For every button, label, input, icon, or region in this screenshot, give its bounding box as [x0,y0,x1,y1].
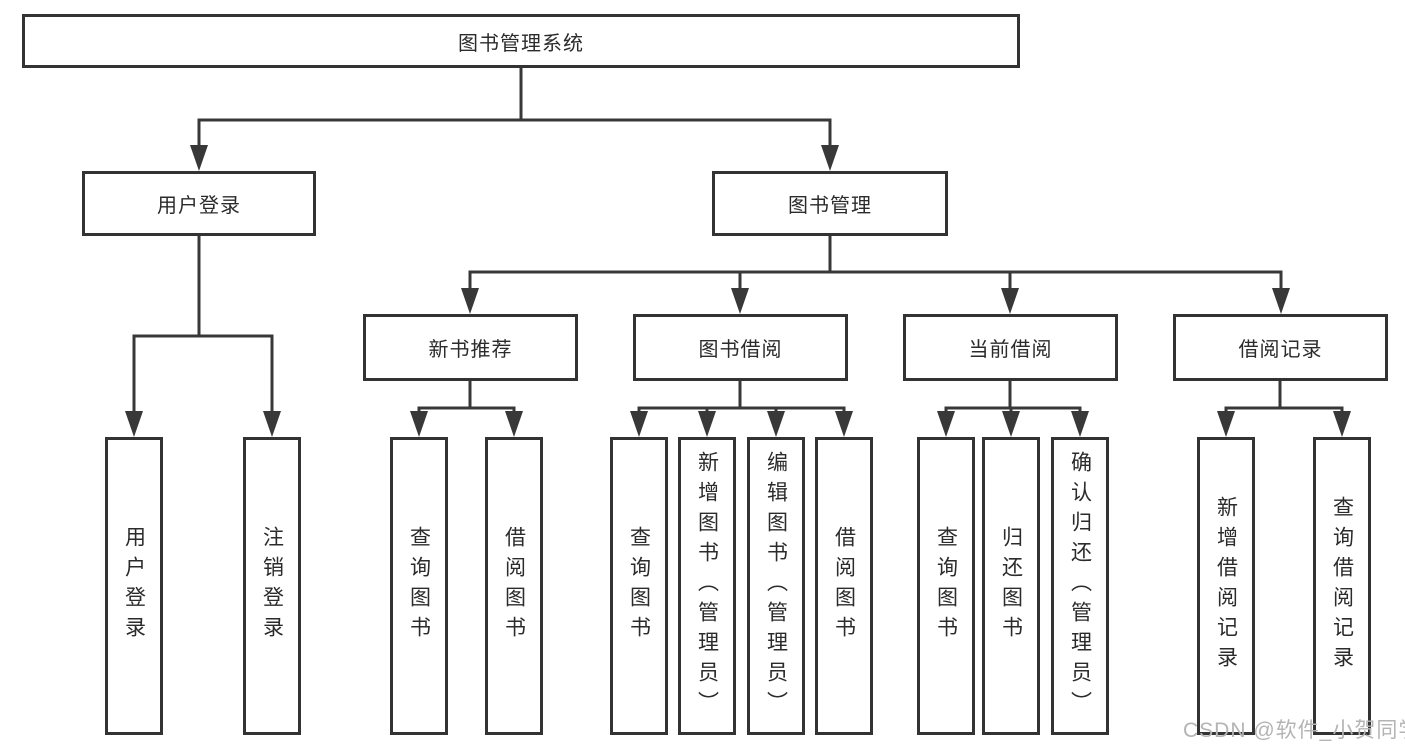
leaf-edit-books-admin: 编辑图书（管理员） [747,437,805,735]
section-new-book-recommend: 新书推荐 [363,314,578,381]
node-label: 新增借阅记录 [1214,496,1238,676]
arrow-down-icon [698,411,716,437]
arrow-down-icon [505,411,523,437]
connector-root-to-branches [197,66,832,152]
node-label: 借阅记录 [1238,339,1323,361]
section-current-borrowing: 当前借阅 [903,314,1118,381]
node-label: 当前借阅 [968,339,1053,361]
arrow-down-icon [835,411,853,437]
leaf-confirm-return-admin: 确认归还（管理员） [1051,437,1109,735]
node-label: 图书管理 [788,195,872,217]
leaf-query-borrow-record: 查询借阅记录 [1313,437,1371,735]
leaf-add-books-admin: 新增图书（管理员） [678,437,736,735]
node-label: 查询图书 [627,526,651,646]
node-label: 借阅图书 [502,526,526,646]
arrow-down-icon [767,411,785,437]
node-label: 用户登录 [122,526,146,646]
arrow-down-icon [410,411,428,437]
arrow-down-icon [125,411,143,437]
node-label: 图书借阅 [698,339,783,361]
leaf-query-books-borrowing: 查询图书 [610,437,668,735]
leaf-query-books-current: 查询图书 [917,437,975,735]
connector-records-to-leaves [1224,379,1344,416]
arrow-down-icon [731,288,749,314]
node-label: 归还图书 [999,526,1023,646]
node-label: 新增图书（管理员） [695,451,719,721]
leaf-borrow-books-recommend: 借阅图书 [485,437,543,735]
node-label: 查询图书 [934,526,958,646]
section-borrow-records: 借阅记录 [1173,314,1388,381]
arrow-down-icon [1071,411,1089,437]
arrow-down-icon [190,145,208,171]
arrow-down-icon [1217,411,1235,437]
node-label: 查询借阅记录 [1330,496,1354,676]
arrow-down-icon [630,411,648,437]
connector-current-to-leaves [944,379,1082,416]
leaf-query-books-recommend: 查询图书 [390,437,448,735]
arrow-down-icon [1333,411,1351,437]
node-label: 用户登录 [157,195,241,217]
node-label: 新书推荐 [428,339,513,361]
node-label: 查询图书 [407,526,431,646]
node-book-management-system: 图书管理系统 [22,14,1020,68]
arrow-down-icon [1002,411,1020,437]
leaf-logout: 注销登录 [243,437,301,735]
leaf-user-login: 用户登录 [105,437,163,735]
section-book-borrowing: 图书借阅 [633,314,848,381]
node-user-login-branch: 用户登录 [82,171,316,236]
leaf-add-borrow-record: 新增借阅记录 [1197,437,1255,735]
node-label: 确认归还（管理员） [1068,451,1092,721]
node-label: 借阅图书 [832,526,856,646]
arrow-down-icon [461,288,479,314]
connector-borrowing-to-leaves [637,379,846,416]
connector-recommend-to-leaves [417,379,516,416]
arrow-down-icon [937,411,955,437]
arrow-down-icon [1001,288,1019,314]
node-label: 注销登录 [260,526,284,646]
leaf-borrow-books-borrowing: 借阅图书 [815,437,873,735]
connector-login-to-leaves [132,234,274,416]
arrow-down-icon [1272,288,1290,314]
connector-mgmt-to-sections [468,234,1283,293]
arrow-down-icon [263,411,281,437]
node-label: 编辑图书（管理员） [764,451,788,721]
csdn-watermark: CSDN @软件_小贺同学 [1183,719,1405,742]
node-label: 图书管理系统 [458,32,584,55]
node-book-management-branch: 图书管理 [712,171,948,236]
leaf-return-books: 归还图书 [982,437,1040,735]
arrow-down-icon [821,145,839,171]
arrowheads [125,145,1351,437]
